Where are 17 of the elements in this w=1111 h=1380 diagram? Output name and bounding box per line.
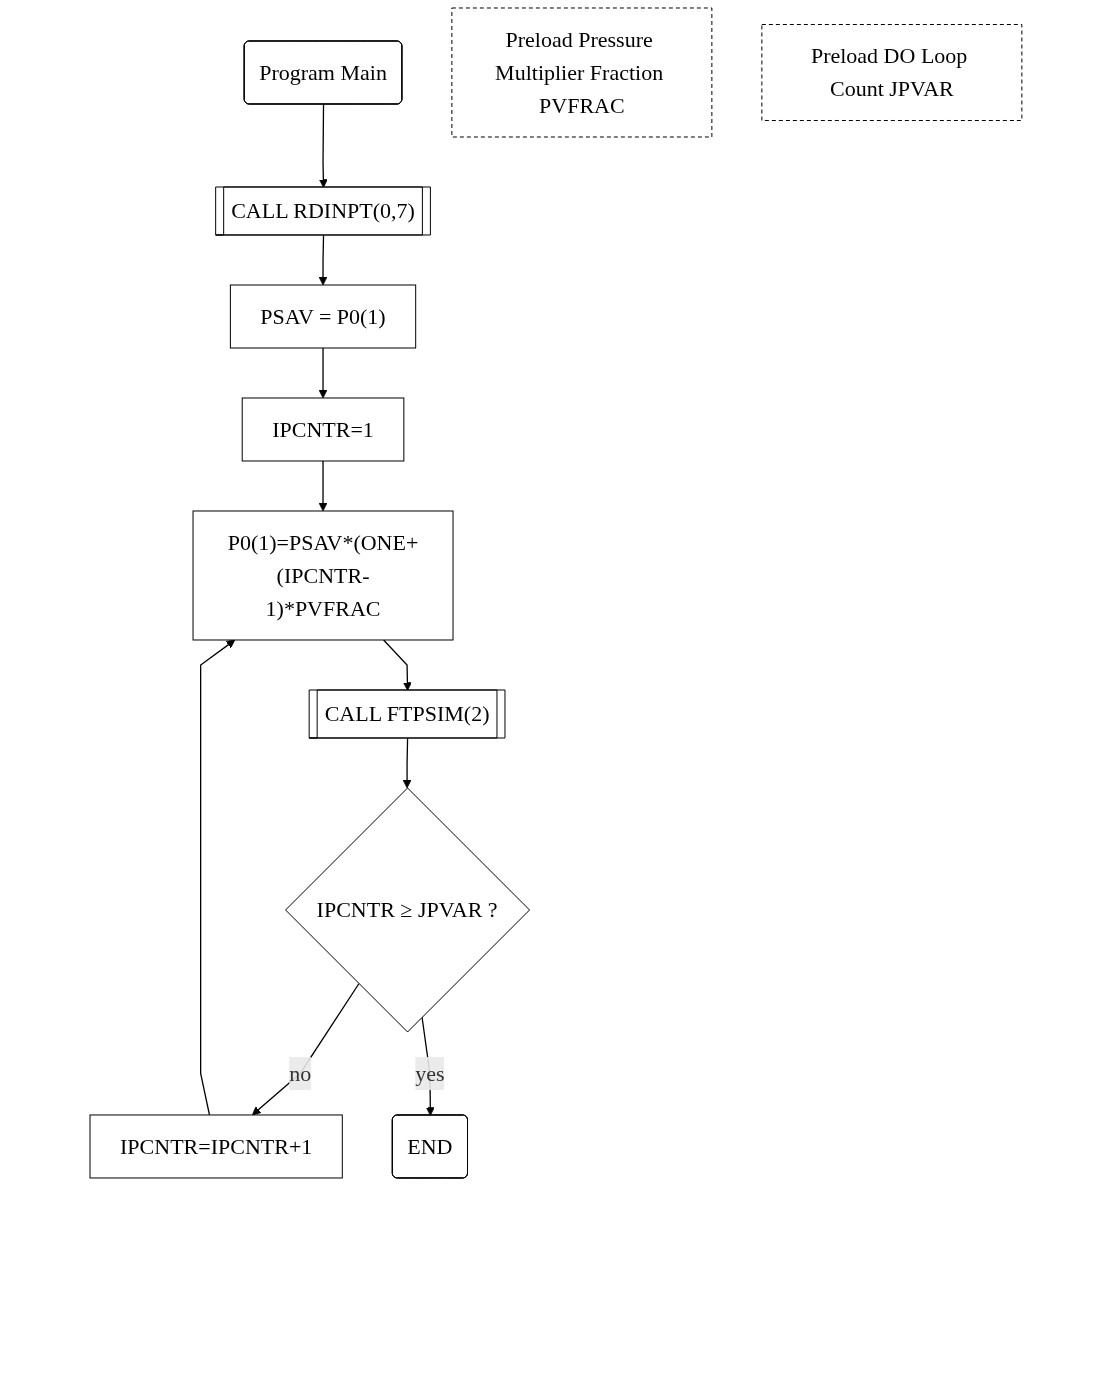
node-box: Preload Pressure Multiplier Fraction PVFRAC: [450, 7, 712, 138]
arrow: [199, 639, 235, 1116]
node-box: IPCNTR=IPCNTR+1: [89, 1114, 343, 1179]
node-box: IPCNTR=1: [241, 397, 404, 462]
arrow: [318, 234, 327, 286]
edge-label: yes: [414, 1060, 445, 1086]
arrow: [402, 737, 412, 789]
arrow: [318, 347, 327, 399]
node-diamond: IPCNTR ≥ JPVAR ?: [284, 787, 530, 1033]
arrow: [382, 639, 412, 691]
node-box: Preload DO Loop Count JPVAR: [760, 24, 1022, 121]
node-box: P0(1)=PSAV*(ONE+(IPCNTR-1)*PVFRAC: [192, 510, 454, 641]
arrow: [251, 983, 360, 1116]
node-box: PSAV = P0(1): [229, 284, 416, 349]
arrow: [318, 460, 327, 512]
edge-label: no: [288, 1060, 311, 1086]
arrow: [318, 103, 328, 188]
